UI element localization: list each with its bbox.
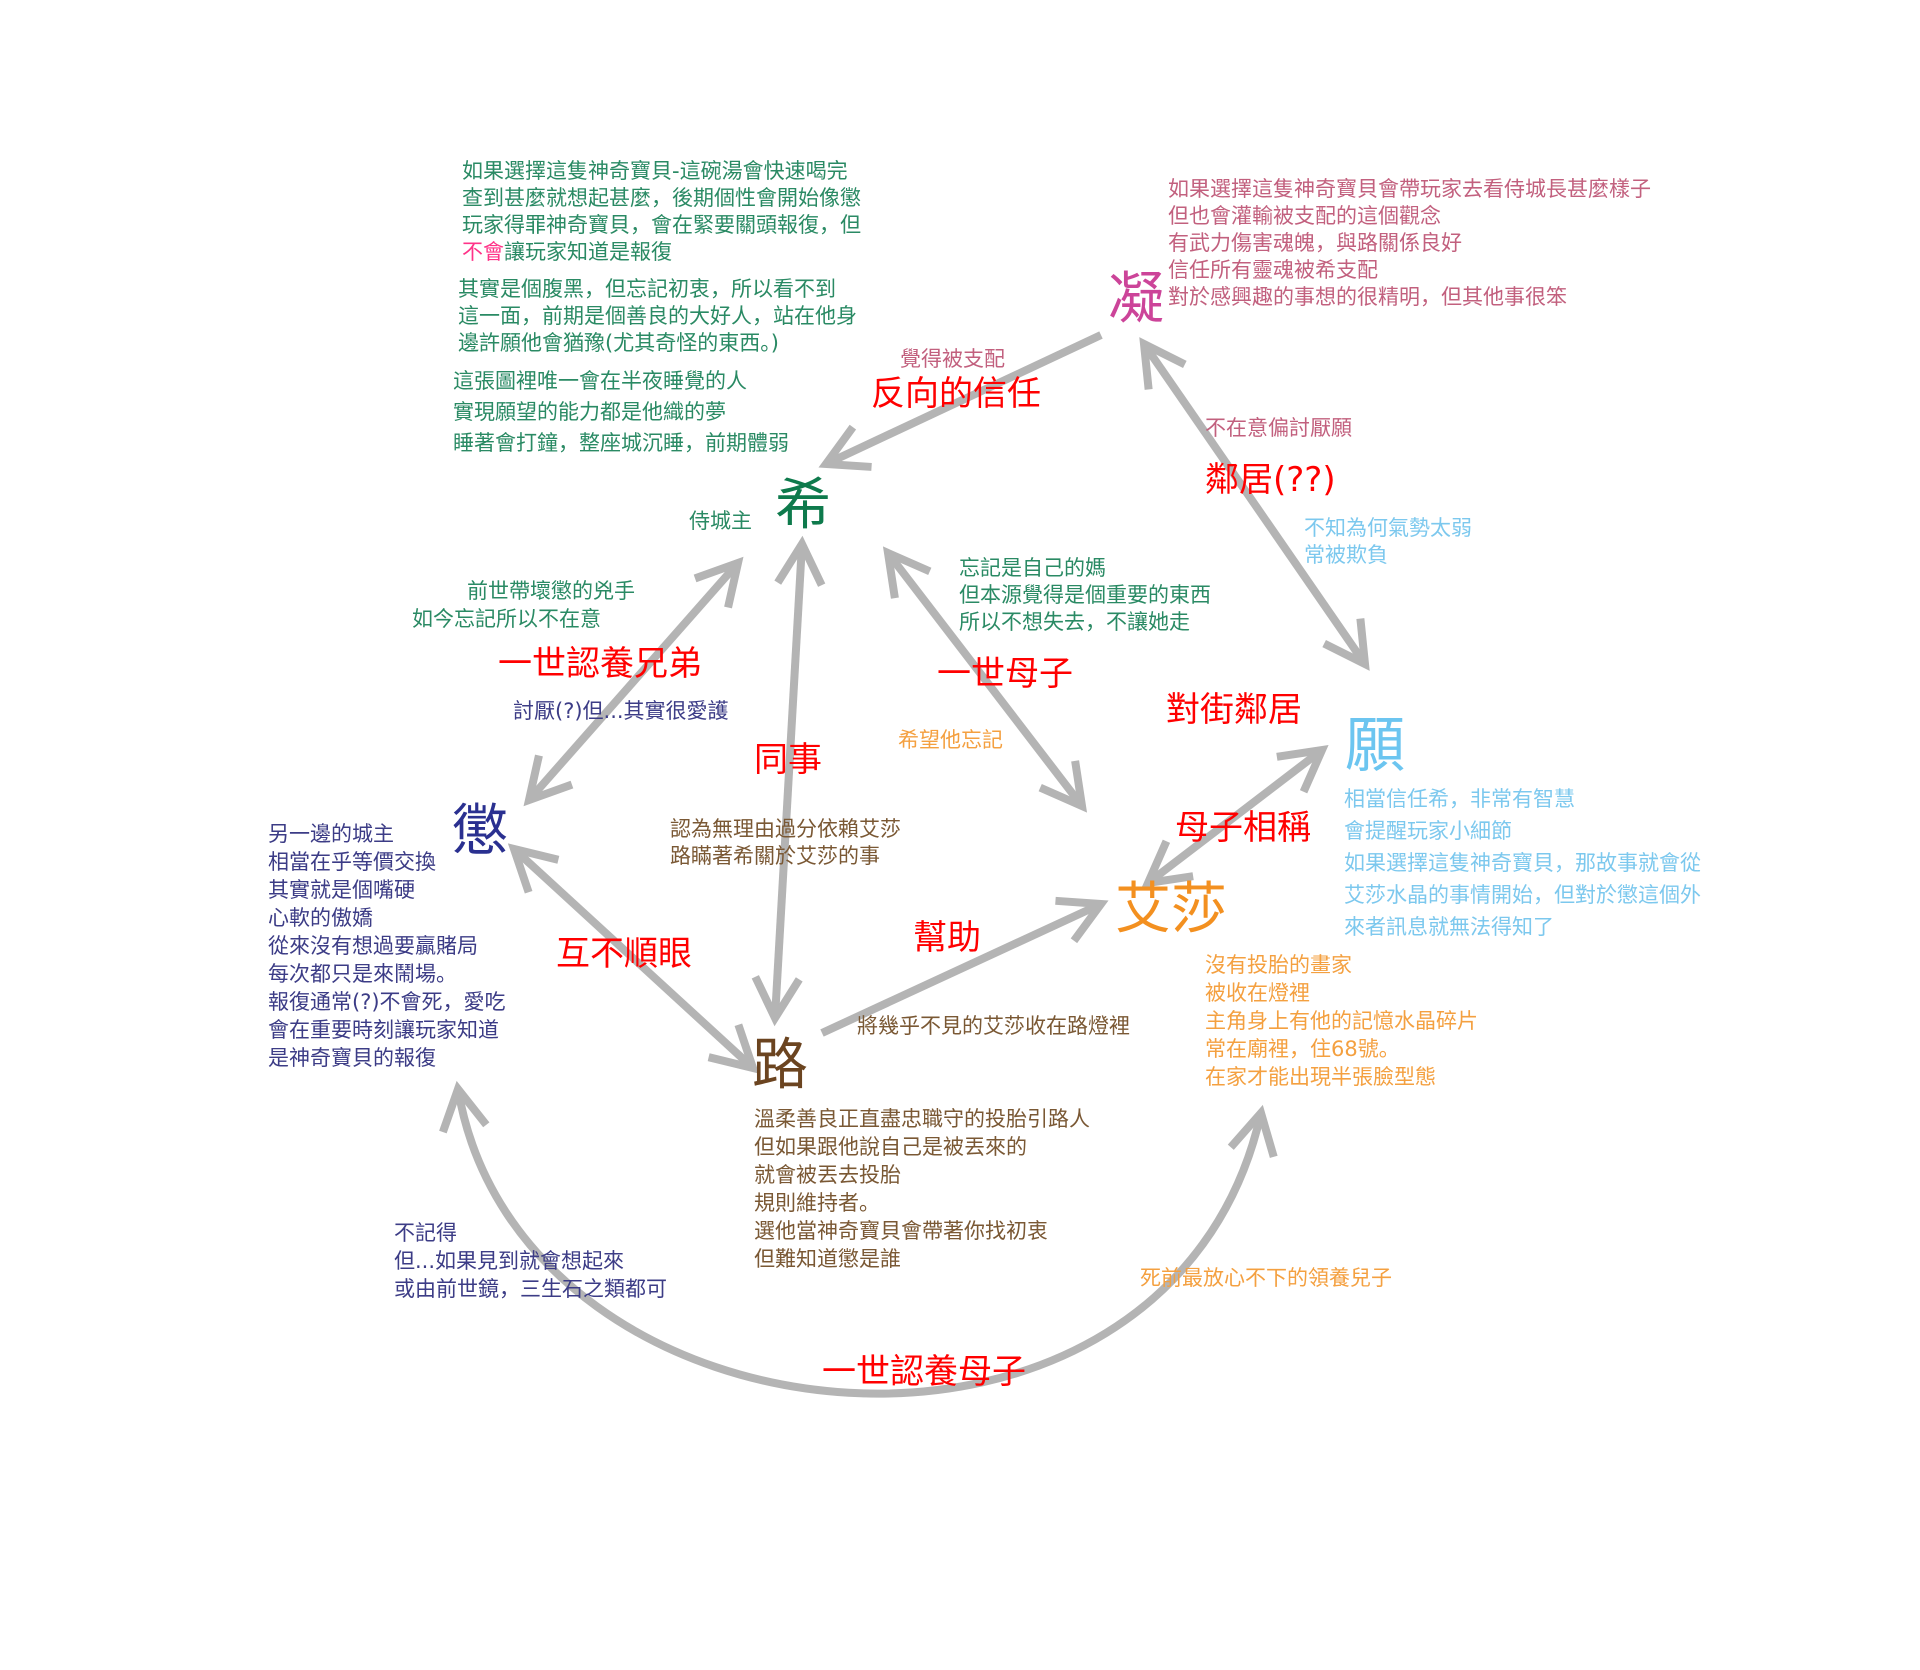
- emphasis-text: 不會: [462, 240, 504, 264]
- arrow-yuan-aisha: [1141, 744, 1329, 889]
- text-line: 有武力傷害魂魄，與路關係良好: [1168, 231, 1462, 255]
- node-xi: 希: [775, 473, 831, 538]
- aisha-description: 沒有投胎的畫家 被收在燈裡 主角身上有他的記憶水晶碎片 常在廟裡，住68號。 在…: [1205, 951, 1478, 1091]
- xi-title: 侍城主: [689, 509, 752, 533]
- xi-cheng-note-1: 前世帶壞懲的兇手: [467, 579, 635, 603]
- text-line: 常被欺負: [1304, 543, 1388, 567]
- xi-description-2: 其實是個腹黑，但忘記初衷，所以看不到 這一面，前期是個善良的大好人，站在他身 邊…: [458, 276, 857, 357]
- xi-lu-note: 認為無理由過分依賴艾莎 路瞞著希關於艾莎的事: [670, 816, 901, 870]
- text-line: 其實是個腹黑，但忘記初衷，所以看不到: [458, 277, 836, 301]
- node-cheng: 懲: [452, 799, 508, 864]
- text-line: 查到甚麼就想起甚麼，後期個性會開始像懲: [462, 186, 861, 210]
- relation-xi-lu: 同事: [754, 740, 822, 780]
- arrow-xi-aisha: [882, 546, 1088, 813]
- text-line: 來者訊息就無法得知了: [1344, 915, 1554, 939]
- text-line: 是神奇寶貝的報復: [268, 1046, 436, 1070]
- text-line: 報復通常(?)不會死，愛吃: [268, 990, 506, 1014]
- relation-ning-yuan: 鄰居(??): [1205, 460, 1336, 500]
- aisha-xi-note: 希望他忘記: [898, 728, 1003, 752]
- text-line: 忘記是自己的媽: [959, 556, 1106, 580]
- arrow-cheng-lu: [507, 843, 760, 1074]
- relation-xi-aisha: 一世母子: [937, 654, 1073, 694]
- arrow-xi-lu: [751, 535, 826, 1027]
- arrow-cheng-aisha-curve: [439, 1080, 1278, 1398]
- text-line: 或由前世鏡，三生石之類都可: [394, 1277, 667, 1301]
- xi-aisha-note: 忘記是自己的媽 但本源覺得是個重要的東西 所以不想失去，不讓她走: [959, 555, 1211, 636]
- text-line: 路瞞著希關於艾莎的事: [670, 844, 880, 868]
- text-line: 規則維持者。: [754, 1191, 880, 1215]
- xi-cheng-note-2: 如今忘記所以不在意: [412, 607, 601, 631]
- text-line: 艾莎水晶的事情開始，但對於懲這個外: [1344, 883, 1701, 907]
- text-line: 其實就是個嘴硬: [268, 878, 415, 902]
- node-yuan: 願: [1345, 711, 1405, 781]
- text: 讓玩家知道是報復: [504, 240, 672, 264]
- text-line: 選他當神奇寶貝會帶著你找初衷: [754, 1219, 1048, 1243]
- text-line: 這一面，前期是個善良的大好人，站在他身: [458, 304, 857, 328]
- text-line: 不知為何氣勢太弱: [1304, 516, 1472, 540]
- text-line: 如果選擇這隻神奇寶貝，那故事就會從: [1344, 851, 1701, 875]
- arrow-ning-to-xi: [818, 331, 1103, 471]
- relation-yuan-aisha: 母子相稱: [1175, 808, 1311, 848]
- relation-lu-aisha: 幫助: [913, 918, 981, 958]
- text-line: 玩家得罪神奇寶貝，會在緊要關頭報復，但: [462, 213, 861, 237]
- text-line: 實現願望的能力都是他織的夢: [453, 400, 726, 424]
- text-line: 被收在燈裡: [1205, 981, 1310, 1005]
- relation-xi-cheng: 一世認養兄弟: [498, 644, 702, 684]
- text-line: 所以不想失去，不讓她走: [959, 610, 1190, 634]
- text-line: 如果選擇這隻神奇寶貝-這碗湯會快速喝完: [462, 159, 848, 183]
- text-line: 從來沒有想過要贏賭局: [268, 934, 478, 958]
- yuan-ning-note: 不知為何氣勢太弱 常被欺負: [1304, 515, 1472, 569]
- text-line: 但難知道懲是誰: [754, 1247, 901, 1271]
- text-line: 相當信任希，非常有智慧: [1344, 787, 1575, 811]
- text-line: 但本源覺得是個重要的東西: [959, 583, 1211, 607]
- ning-yuan-note: 不在意偏討厭願: [1205, 416, 1352, 440]
- text-line: 不會讓玩家知道是報復: [462, 239, 861, 266]
- text-line: 但也會灌輸被支配的這個觀念: [1168, 204, 1441, 228]
- yuan-description: 相當信任希，非常有智慧 會提醒玩家小細節 如果選擇這隻神奇寶貝，那故事就會從 艾…: [1344, 783, 1701, 943]
- text-line: 常在廟裡，住68號。: [1205, 1037, 1400, 1061]
- text-line: 睡著會打鐘，整座城沉睡，前期體弱: [453, 431, 789, 455]
- relation-yuan-aisha-neighbor: 對街鄰居: [1166, 690, 1302, 730]
- relation-cheng-lu: 互不順眼: [556, 934, 692, 974]
- arrow-ning-yuan: [1139, 337, 1370, 671]
- text-line: 會提醒玩家小細節: [1344, 819, 1512, 843]
- text-line: 主角身上有他的記憶水晶碎片: [1205, 1009, 1478, 1033]
- xi-description-1: 如果選擇這隻神奇寶貝-這碗湯會快速喝完 查到甚麼就想起甚麼，後期個性會開始像懲 …: [462, 158, 861, 266]
- cheng-description: 另一邊的城主 相當在乎等價交換 其實就是個嘴硬 心軟的傲嬌 從來沒有想過要贏賭局…: [268, 820, 506, 1072]
- relation-ning-xi: 反向的信任: [871, 374, 1041, 414]
- text-line: 不記得: [394, 1221, 457, 1245]
- aisha-cheng-note: 死前最放心不下的領養兒子: [1140, 1266, 1392, 1290]
- text-line: 這張圖裡唯一會在半夜睡覺的人: [453, 369, 747, 393]
- text-line: 心軟的傲嬌: [268, 906, 373, 930]
- cheng-xi-note: 討厭(?)但...其實很愛護: [513, 699, 729, 723]
- text-line: 每次都只是來鬧場。: [268, 962, 457, 986]
- text-line: 沒有投胎的畫家: [1205, 953, 1352, 977]
- lu-description: 溫柔善良正直盡忠職守的投胎引路人 但如果跟他說自己是被丟來的 就會被丟去投胎 規…: [754, 1105, 1090, 1273]
- text-line: 溫柔善良正直盡忠職守的投胎引路人: [754, 1107, 1090, 1131]
- ning-xi-note: 覺得被支配: [900, 347, 1005, 371]
- relation-cheng-aisha: 一世認養母子: [822, 1352, 1026, 1392]
- node-aisha: 艾莎: [1115, 877, 1227, 942]
- text-line: 另一邊的城主: [268, 822, 394, 846]
- text-line: 但...如果見到就會想起來: [394, 1249, 625, 1273]
- node-lu: 路: [752, 1033, 808, 1098]
- text-line: 會在重要時刻讓玩家知道: [268, 1018, 499, 1042]
- cheng-aisha-note: 不記得 但...如果見到就會想起來 或由前世鏡，三生石之類都可: [394, 1219, 667, 1303]
- lu-aisha-note: 將幾乎不見的艾莎收在路燈裡: [857, 1014, 1130, 1038]
- text-line: 如果選擇這隻神奇寶貝會帶玩家去看侍城長甚麼樣子: [1168, 177, 1651, 201]
- text-line: 在家才能出現半張臉型態: [1205, 1065, 1436, 1089]
- text-line: 但如果跟他說自己是被丟來的: [754, 1135, 1027, 1159]
- ning-description: 如果選擇這隻神奇寶貝會帶玩家去看侍城長甚麼樣子 但也會灌輸被支配的這個觀念 有武…: [1168, 176, 1651, 311]
- text-line: 邊許願他會猶豫(尤其奇怪的東西。): [458, 331, 779, 355]
- text-line: 相當在乎等價交換: [268, 850, 436, 874]
- text-line: 對於感興趣的事想的很精明，但其他事很笨: [1168, 285, 1567, 309]
- node-ning: 凝: [1108, 267, 1164, 332]
- xi-description-3: 這張圖裡唯一會在半夜睡覺的人 實現願望的能力都是他織的夢 睡著會打鐘，整座城沉睡…: [453, 366, 789, 459]
- text-line: 信任所有靈魂被希支配: [1168, 258, 1378, 282]
- arrow-xi-cheng: [523, 556, 744, 807]
- text-line: 就會被丟去投胎: [754, 1163, 901, 1187]
- arrow-lu-to-aisha: [820, 896, 1109, 1037]
- text-line: 認為無理由過分依賴艾莎: [670, 817, 901, 841]
